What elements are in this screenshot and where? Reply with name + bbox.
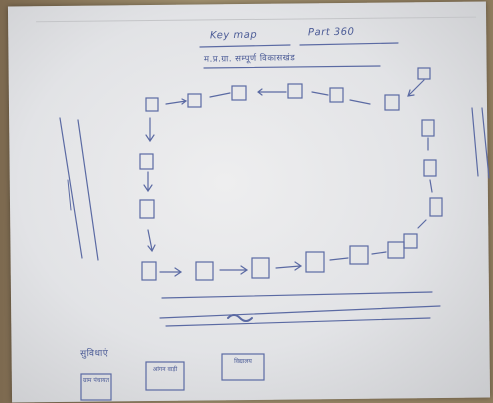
map-title: Key map xyxy=(209,29,258,42)
arrow-icon xyxy=(147,229,156,253)
arrow-icon xyxy=(143,171,153,193)
house-icon xyxy=(421,119,435,137)
house-icon xyxy=(349,245,369,265)
map-subtitle: म.प्र.ग्रा. सम्पूर्ण विकासखंड xyxy=(203,53,296,65)
house-icon xyxy=(429,197,443,217)
house-icon xyxy=(287,83,303,99)
right-road-line xyxy=(481,107,490,179)
house-icon xyxy=(187,93,202,108)
arrow-icon xyxy=(165,98,188,105)
house-icon xyxy=(384,94,400,111)
arrow-icon xyxy=(407,79,425,97)
house-icon xyxy=(403,233,418,249)
house-icon xyxy=(141,261,157,281)
road-line xyxy=(165,317,431,327)
left-road-line xyxy=(77,119,99,261)
left-road-line xyxy=(59,117,83,259)
arrow-icon xyxy=(329,257,349,261)
road-line xyxy=(159,305,441,319)
legend-box xyxy=(80,373,112,401)
subtitle-underline xyxy=(203,65,381,69)
facilities-label: सुविधाएं xyxy=(79,348,109,360)
legend-label-1: ग्राम पंचायत xyxy=(82,377,110,384)
part-underline xyxy=(299,42,399,46)
house-icon xyxy=(423,159,437,177)
house-icon xyxy=(145,97,159,112)
house-icon xyxy=(231,85,247,101)
house-icon xyxy=(195,261,214,281)
arrow-icon xyxy=(257,88,287,96)
house-icon xyxy=(139,153,154,170)
house-icon xyxy=(305,251,325,273)
house-icon xyxy=(251,257,270,279)
arrow-icon xyxy=(159,267,183,277)
legend-box xyxy=(145,361,185,391)
legend-box xyxy=(221,353,265,381)
arrow-icon xyxy=(349,99,371,105)
arrow-icon xyxy=(371,251,387,255)
road-line xyxy=(161,291,433,299)
arrow-icon xyxy=(145,117,155,143)
right-road-line xyxy=(471,107,479,177)
legend-label-2: आंगन वाड़ी xyxy=(152,366,178,373)
arrow-icon xyxy=(209,92,231,98)
arrow-icon xyxy=(219,265,249,275)
map-part-number: Part 360 xyxy=(307,26,355,39)
house-icon xyxy=(329,87,344,103)
legend-label-3: विद्यालय xyxy=(234,358,252,365)
house-icon xyxy=(139,199,155,219)
river-scribble-icon xyxy=(227,314,253,322)
title-underline xyxy=(199,44,291,48)
arrow-icon xyxy=(311,91,329,96)
start-marker-icon xyxy=(417,67,431,80)
arrow-icon xyxy=(275,261,303,271)
house-icon xyxy=(387,241,405,259)
